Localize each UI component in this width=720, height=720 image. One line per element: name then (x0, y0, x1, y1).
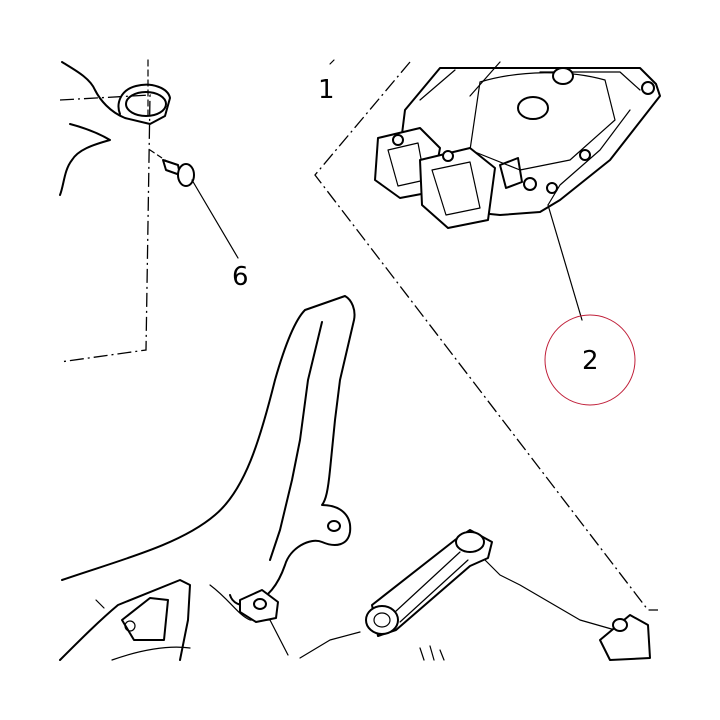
link-arm-end-bolt (612, 618, 628, 632)
module-detail-boundary (314, 61, 658, 611)
module-corner-bolt-2 (579, 149, 591, 161)
link-arm-leader (484, 559, 616, 631)
left-detail-group (59, 59, 171, 363)
screw-head (177, 163, 195, 187)
lower-frame (59, 295, 356, 661)
module-2-leader (547, 204, 583, 321)
callout-2-highlight-circle (544, 314, 636, 406)
module-flange (547, 109, 631, 206)
frame-main-arm (61, 295, 356, 607)
module-corner-bolt-3 (546, 182, 558, 194)
link-arm (299, 529, 651, 661)
frame-upper-tab-hole (327, 520, 341, 532)
frame-inner-edge (269, 321, 323, 561)
link-arm-rib (394, 551, 469, 623)
screw-6-leader (191, 179, 239, 259)
frame-side-web (59, 579, 191, 661)
screw-6 (162, 159, 239, 259)
link-arm-bushing-upper (455, 531, 485, 553)
frame-bracket-hole (253, 598, 267, 610)
frame-cutout-bolt (124, 620, 136, 632)
module-top-boss (517, 96, 549, 120)
module-corner-bolt-1 (641, 81, 655, 95)
link-arm-bushing-lower-bore (373, 612, 391, 628)
connector-latch (499, 157, 523, 189)
frame-cutout (121, 597, 169, 641)
link-arm-bushing-lower (365, 605, 399, 635)
module-small-boss (552, 67, 574, 85)
control-module-2 (374, 61, 661, 321)
bracket-lower-edge (59, 123, 111, 196)
callout-1: 1 (318, 75, 335, 105)
connector-latch-pin (523, 177, 537, 191)
link-arm-end-bracket (599, 614, 651, 661)
frame-stiffener (95, 599, 191, 661)
callout-6: 6 (232, 262, 249, 292)
callout-2: 2 (582, 346, 599, 376)
bracket-outline (61, 61, 171, 125)
bracket-mounting-hole (125, 91, 167, 117)
connector-right-port (431, 161, 481, 216)
left-detail-boundary (59, 94, 151, 363)
callout-1-tick (329, 59, 335, 65)
lower-hardware (299, 631, 445, 661)
connector-left-screw (392, 134, 404, 146)
connector-right (419, 147, 496, 229)
frame-lower-contour (209, 584, 289, 656)
connector-right-screw (442, 150, 454, 162)
